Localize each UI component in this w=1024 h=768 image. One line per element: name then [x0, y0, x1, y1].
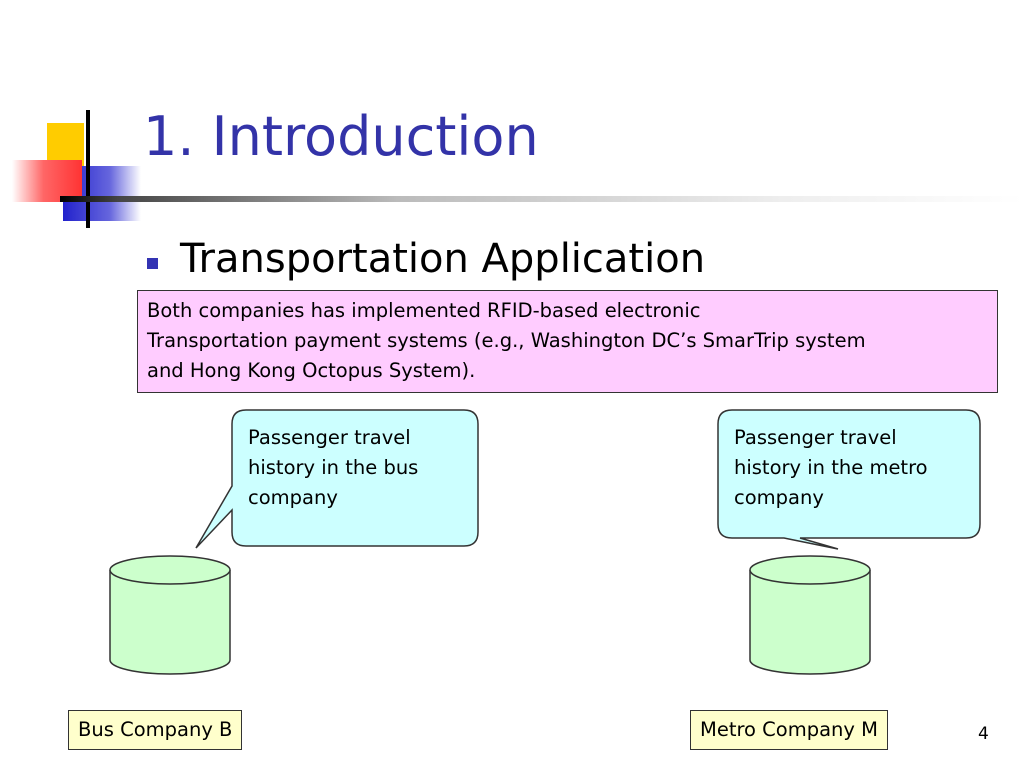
bullet-heading: Transportation Application [180, 236, 706, 282]
callout-line: Passenger travel [734, 426, 897, 449]
callout-line: history in the bus [248, 456, 419, 479]
callout-line: Passenger travel [248, 426, 411, 449]
callout-line: company [734, 486, 824, 509]
description-line: and Hong Kong Octopus System). [147, 359, 476, 382]
bus-database-cylinder [109, 555, 231, 675]
bus-company-label: Bus Company B [68, 710, 243, 750]
bullet-marker [147, 258, 158, 269]
title-underline-rule [60, 196, 1024, 202]
metro-database-cylinder [749, 555, 871, 675]
description-box: Both companies has implemented RFID-base… [137, 290, 998, 393]
callout-line: company [248, 486, 338, 509]
description-line: Both companies has implemented RFID-base… [147, 299, 701, 322]
decorative-corner-blocks [12, 110, 141, 228]
description-line: Transportation payment systems (e.g., Wa… [147, 329, 866, 352]
slide-title: 1. Introduction [143, 105, 539, 168]
callout-line: history in the metro [734, 456, 928, 479]
metro-company-label: Metro Company M [690, 710, 888, 750]
page-number: 4 [978, 724, 989, 744]
right-callout-text: Passenger travel history in the metro co… [734, 423, 928, 513]
left-callout-text: Passenger travel history in the bus comp… [248, 423, 418, 513]
